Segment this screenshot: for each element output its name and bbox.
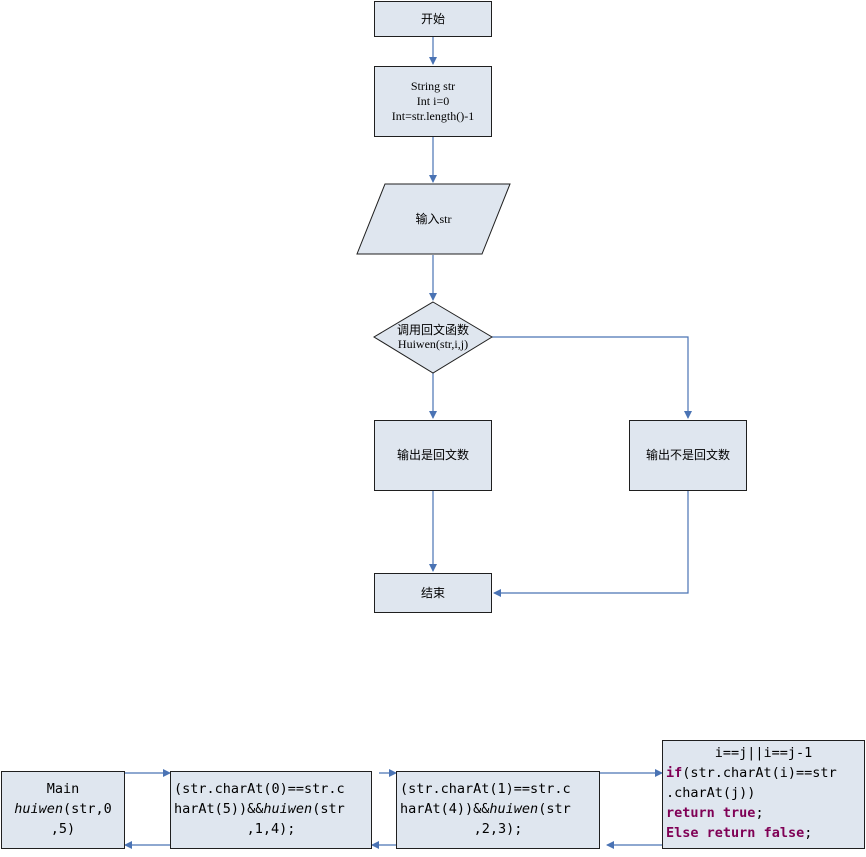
- main-call-args: (str,0: [63, 801, 112, 817]
- base-line-4: return true;: [666, 803, 861, 823]
- main-call-name: huiwen: [14, 801, 63, 817]
- yes-output-label: 输出是回文数: [396, 448, 469, 462]
- decision-node: 调用回文函数 Huiwen(str,i,j): [374, 317, 492, 357]
- main-line-2: huiwen(str,0: [5, 799, 121, 819]
- true-keyword: true: [722, 805, 756, 821]
- start-label: 开始: [420, 11, 445, 26]
- step1-line-3: ,1,4);: [246, 821, 296, 837]
- base-line-5: Else return false;: [666, 823, 861, 843]
- no-output-node: 输出不是回文数: [629, 420, 747, 491]
- step1-line-2a: harAt(5))&&: [174, 801, 264, 817]
- declare-line-2: Int i=0: [416, 94, 450, 108]
- end-node: 结束: [374, 573, 492, 613]
- false-keyword: false: [763, 825, 805, 841]
- return-false-semicolon: ;: [804, 825, 813, 841]
- arrow-no-to-end: [493, 491, 689, 597]
- base-line-1: i==j||i==j-1: [714, 745, 813, 761]
- input-label: 输入str: [415, 212, 452, 226]
- return-true-semicolon: ;: [755, 805, 764, 821]
- base-case-box: i==j||i==j-1 if(str.charAt(i)==str .charAt…: [662, 740, 865, 849]
- return-keyword-2: return: [706, 825, 756, 841]
- step2-line-2c: (str: [538, 801, 571, 817]
- no-output-label: 输出不是回文数: [645, 448, 730, 462]
- recursion-step-2-box: (str.charAt(1)==str.c harAt(4))&&huiwen(s…: [396, 771, 600, 849]
- if-keyword: if: [666, 765, 683, 781]
- recursion-step-1-box: (str.charAt(0)==str.c harAt(5))&&huiwen(s…: [170, 771, 372, 849]
- step1-line-2c: (str: [312, 801, 345, 817]
- step1-call-name: huiwen: [263, 801, 313, 817]
- input-node: 输入str: [385, 184, 482, 254]
- decision-line-2: Huiwen(str,i,j): [397, 337, 469, 351]
- return-keyword: return: [666, 805, 715, 821]
- main-call-box: Main huiwen(str,0 ,5): [1, 771, 125, 849]
- step2-line-2a: harAt(4))&&: [400, 801, 490, 817]
- base-line-2-rest: (str.charAt(i)==str: [682, 765, 837, 781]
- yes-output-node: 输出是回文数: [374, 420, 492, 491]
- step2-line-3: ,2,3);: [473, 821, 523, 837]
- start-node: 开始: [374, 1, 492, 37]
- step2-line-2: harAt(4))&&huiwen(str: [400, 799, 596, 819]
- base-line-3: .charAt(j)): [666, 785, 756, 801]
- end-label: 结束: [420, 585, 445, 600]
- step1-line-1: (str.charAt(0)==str.c: [174, 781, 345, 797]
- arrow-decision-to-no: [492, 336, 692, 419]
- step2-call-name: huiwen: [489, 801, 539, 817]
- main-line-1: Main: [46, 781, 80, 797]
- decision-diamond: [373, 301, 493, 374]
- step1-line-2: harAt(5))&&huiwen(str: [174, 799, 368, 819]
- declare-node: String str Int i=0 Int=str.length()-1: [374, 66, 492, 137]
- else-keyword: Else: [666, 825, 699, 841]
- step2-line-1: (str.charAt(1)==str.c: [400, 781, 571, 797]
- decision-line-1: 调用回文函数: [396, 323, 469, 337]
- declare-line-3: Int=str.length()-1: [391, 109, 475, 123]
- input-parallelogram: [356, 183, 511, 255]
- base-line-2: if(str.charAt(i)==str: [666, 763, 861, 783]
- declare-line-1: String str: [410, 79, 456, 93]
- main-line-3: ,5): [50, 821, 76, 837]
